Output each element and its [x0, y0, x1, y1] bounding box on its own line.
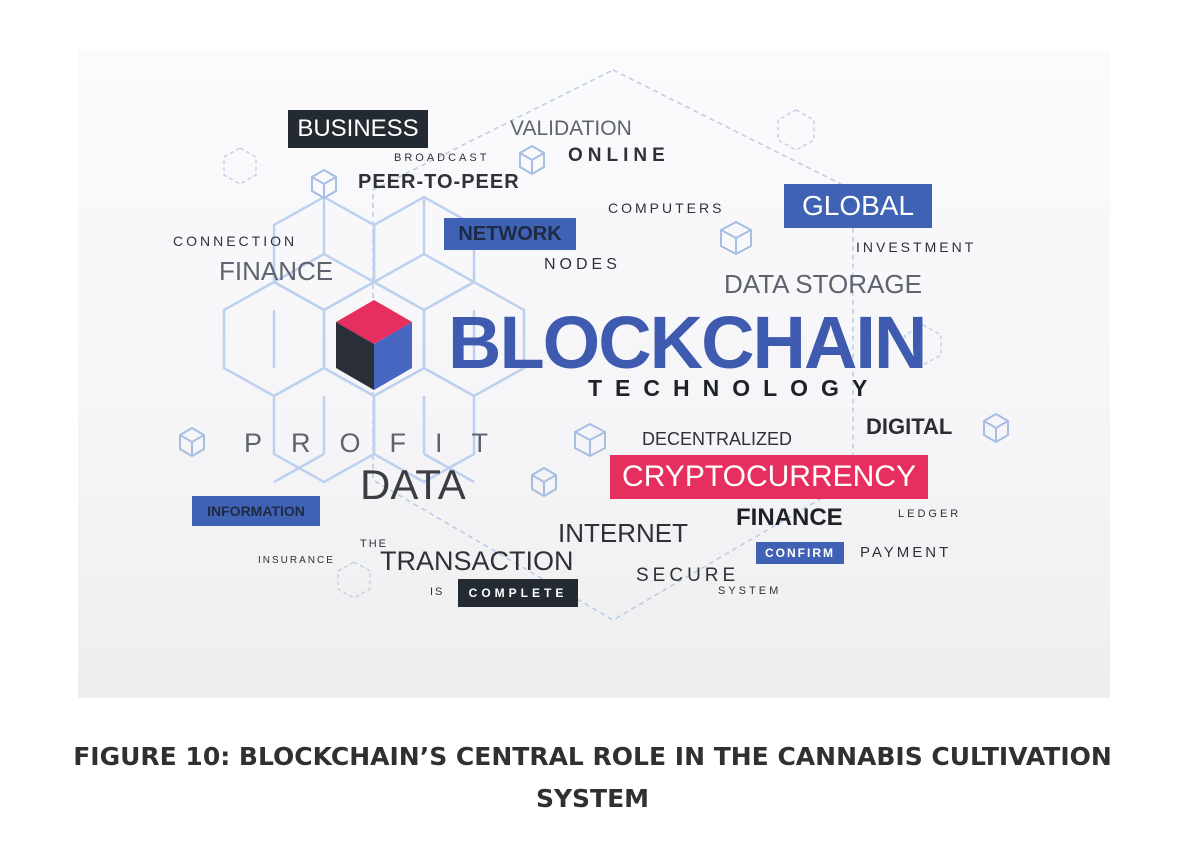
- word-the: THE: [360, 538, 388, 550]
- word-transaction: TRANSACTION: [380, 546, 574, 576]
- word-finance-bottom: FINANCE: [736, 504, 843, 531]
- word-connection: CONNECTION: [173, 233, 298, 249]
- word-data-storage: DATA STORAGE: [724, 269, 922, 299]
- caption-line-1: FIGURE 10: BLOCKCHAIN’S CENTRAL ROLE IN …: [73, 742, 1112, 771]
- word-investment: INVESTMENT: [856, 239, 977, 255]
- word-secure: SECURE: [636, 565, 740, 586]
- word-internet: INTERNET: [558, 518, 688, 548]
- word-computers: COMPUTERS: [608, 200, 725, 216]
- word-system: SYSTEM: [718, 585, 782, 597]
- word-cryptocurrency: CRYPTOCURRENCY: [610, 455, 928, 499]
- caption-line-2: SYSTEM: [535, 784, 650, 813]
- word-global: GLOBAL: [784, 184, 932, 228]
- word-network: NETWORK: [444, 218, 576, 250]
- word-technology: TECHNOLOGY: [588, 375, 881, 401]
- word-payment: PAYMENT: [860, 544, 952, 561]
- word-insurance: INSURANCE: [258, 555, 335, 566]
- word-blockchain: BLOCKCHAIN: [448, 301, 927, 384]
- word-decentralized: DECENTRALIZED: [642, 429, 793, 449]
- word-is: IS: [430, 586, 445, 598]
- small-hexagon-icons: [223, 109, 942, 599]
- word-business: BUSINESS: [288, 110, 428, 148]
- word-profit: PROFIT: [244, 428, 517, 458]
- word-confirm: CONFIRM: [756, 542, 844, 564]
- hex-cube-cluster: [222, 195, 526, 484]
- figure-image: BUSINESS VALIDATION BROADCAST ONLINE PEE…: [78, 50, 1110, 698]
- central-cube-icon: [336, 300, 412, 390]
- word-peer-to-peer: PEER-TO-PEER: [358, 171, 520, 193]
- word-online: ONLINE: [568, 145, 670, 166]
- word-ledger: LEDGER: [898, 508, 962, 520]
- figure-caption: FIGURE 10: BLOCKCHAIN’S CENTRAL ROLE IN …: [0, 736, 1185, 820]
- word-nodes: NODES: [544, 256, 621, 273]
- small-cube-icons: [179, 144, 1009, 498]
- word-finance-top: FINANCE: [219, 256, 334, 286]
- word-validation: VALIDATION: [510, 117, 632, 140]
- dashed-hexagon-outline: [372, 69, 854, 621]
- word-data: DATA: [360, 461, 466, 508]
- word-broadcast: BROADCAST: [394, 152, 490, 164]
- network-lines: [179, 69, 1009, 621]
- word-complete: COMPLETE: [458, 579, 578, 607]
- word-information: INFORMATION: [192, 496, 320, 526]
- word-digital: DIGITAL: [866, 414, 953, 439]
